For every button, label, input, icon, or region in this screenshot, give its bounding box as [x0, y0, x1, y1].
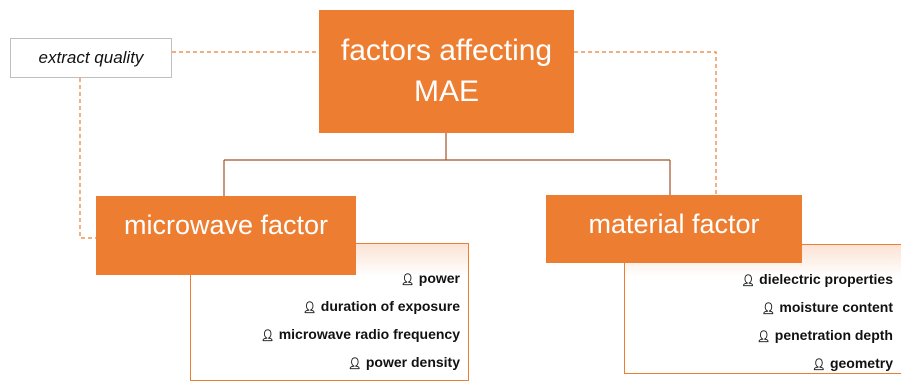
material-factor-title: material factor — [588, 209, 760, 239]
person-bullet-icon: 👤︎ — [761, 303, 776, 315]
list-item: 👤︎power density — [347, 354, 460, 370]
extract-quality-label: extract quality — [38, 48, 144, 67]
list-item: 👤︎dielectric properties — [741, 271, 893, 287]
list-item: 👤︎power — [400, 270, 460, 286]
root-title-line2: MAE — [413, 74, 479, 108]
person-bullet-icon: 👤︎ — [812, 359, 826, 371]
list-item: 👤︎moisture content — [761, 299, 893, 315]
material-factor-node: material factor — [546, 195, 802, 263]
person-bullet-icon: 👤︎ — [260, 330, 275, 342]
person-bullet-icon: 👤︎ — [756, 331, 771, 343]
root-node: factors affecting MAE — [319, 10, 574, 133]
person-bullet-icon: 👤︎ — [741, 275, 756, 287]
person-bullet-icon: 👤︎ — [347, 358, 362, 370]
material-factor-list: 👤︎dielectric properties 👤︎moisture conte… — [624, 244, 901, 374]
person-bullet-icon: 👤︎ — [400, 274, 415, 286]
extract-quality-box: extract quality — [10, 38, 172, 78]
quality-to-microwave-dash — [79, 78, 96, 239]
list-item: 👤︎duration of exposure — [302, 298, 460, 314]
microwave-factor-title: microwave factor — [123, 210, 329, 240]
list-item: 👤︎microwave radio frequency — [260, 326, 460, 342]
root-to-material-dash — [574, 51, 717, 195]
root-title-line1: factors affecting — [340, 34, 553, 67]
list-item: 👤︎penetration depth — [756, 327, 893, 343]
list-item: 👤︎geometry — [812, 355, 893, 371]
microwave-factor-node: microwave factor — [96, 196, 356, 275]
person-bullet-icon: 👤︎ — [302, 302, 317, 314]
